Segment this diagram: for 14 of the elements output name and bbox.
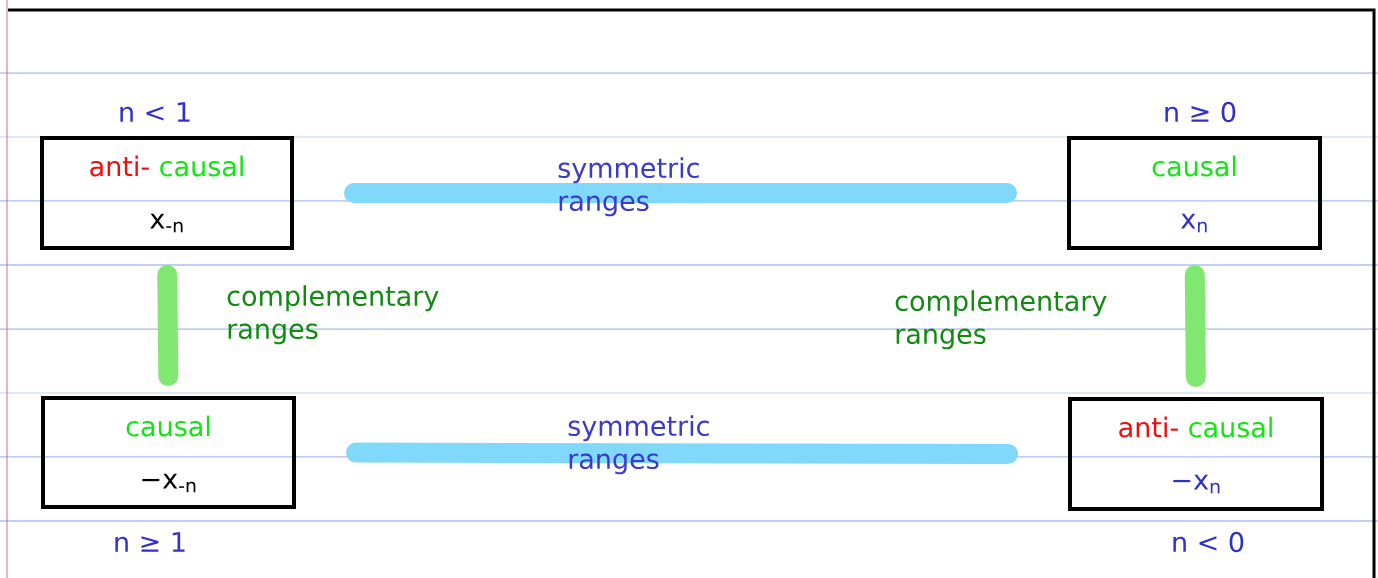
connector-line bbox=[344, 183, 1017, 203]
connector-line bbox=[157, 265, 179, 386]
condition-label: n ≥ 1 bbox=[115, 532, 185, 552]
box: causal −x$_{-n}$ bbox=[41, 396, 296, 509]
condition-label: n ≥ 0 bbox=[1165, 101, 1236, 123]
condition-label: n < 1 bbox=[120, 102, 190, 122]
condition-label: n < 0 bbox=[1173, 531, 1244, 553]
box: anti- causal −x$_{n}$ bbox=[1068, 397, 1324, 511]
connector-line bbox=[1184, 265, 1206, 387]
edge-label: complementary ranges bbox=[895, 290, 1107, 350]
box: anti- causal x$_{-n}$ bbox=[40, 136, 294, 250]
edge-label: complementary ranges bbox=[227, 285, 439, 345]
box: causal x$_{n}$ bbox=[1067, 136, 1322, 250]
connector-line bbox=[346, 442, 1018, 464]
